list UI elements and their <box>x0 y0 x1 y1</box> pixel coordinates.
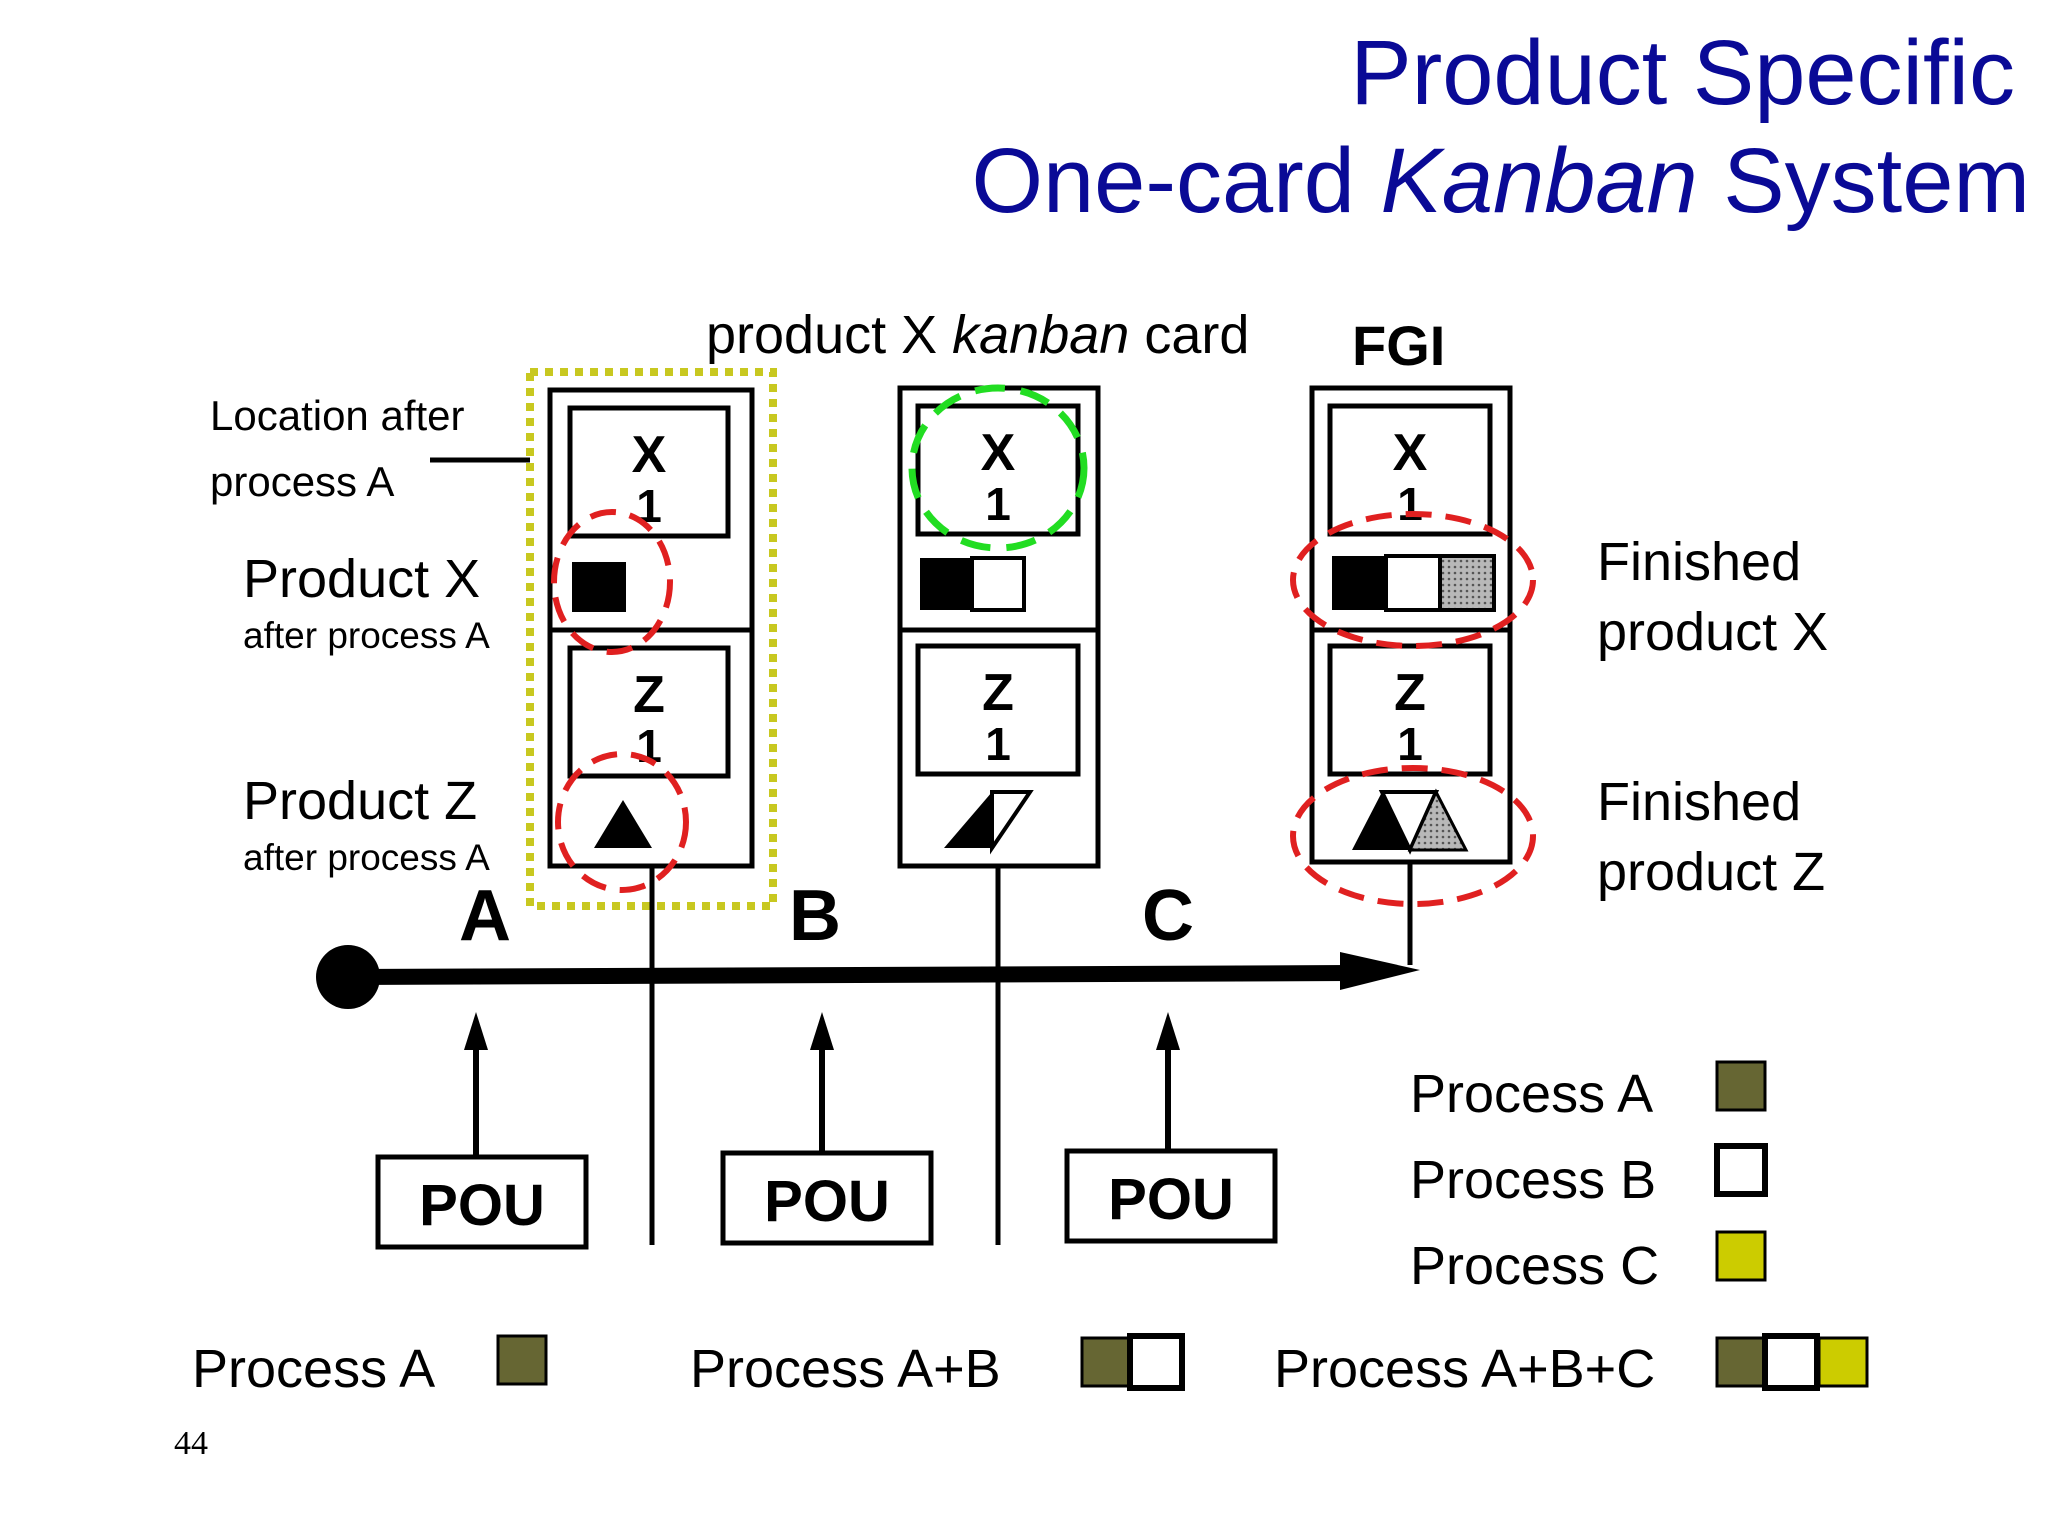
product-x-square-icon <box>572 562 626 612</box>
bottom-legend-ab-label: Process A+B <box>690 1339 1001 1399</box>
column-b: X 1 Z 1 <box>897 384 1101 869</box>
pou-label-a: POU <box>419 1173 545 1238</box>
legend-process-b-swatch <box>1714 1143 1768 1197</box>
fgi-label: FGI <box>1352 314 1445 377</box>
main-flow-line <box>347 965 1351 985</box>
station-c-label: C <box>1142 876 1194 956</box>
svg-text:1: 1 <box>985 478 1011 530</box>
bottom-legend-ab-swatch-b <box>1127 1333 1185 1391</box>
product-z-triangle-icon <box>594 800 652 848</box>
svg-text:1: 1 <box>1397 478 1423 530</box>
pou-label-c: POU <box>1108 1167 1234 1232</box>
svg-text:X: X <box>1393 424 1428 482</box>
pou-arrow-b-head <box>810 1012 834 1050</box>
page-number: 44 <box>174 1425 208 1462</box>
bottom-legend-a-swatch <box>496 1334 548 1386</box>
bottom-legend-abc-swatch-b <box>1762 1333 1820 1391</box>
green-highlight-kanban-card <box>908 384 1088 552</box>
pou-box-b <box>720 1150 934 1246</box>
pou-arrow-a-head <box>464 1012 488 1050</box>
finished-x-process-c-square <box>1438 554 1496 612</box>
flow-arrow-head <box>1340 952 1420 990</box>
red-highlight-finished-x <box>1290 511 1536 649</box>
card-label-suffix: card <box>1129 305 1249 365</box>
red-highlight-product-x <box>551 509 673 655</box>
svg-text:Z: Z <box>1394 664 1426 722</box>
card-label-italic: kanban <box>952 305 1129 365</box>
kanban-card-z-a <box>567 645 731 779</box>
finished-x-line1: Finished <box>1597 532 1801 592</box>
kanban-card-z-b <box>915 643 1081 777</box>
finished-z-line1: Finished <box>1597 772 1801 832</box>
pou-arrow-c-head <box>1156 1012 1180 1050</box>
column-a: X 1 Z 1 <box>547 387 755 893</box>
title-line2-italic: Kanban <box>1381 130 1698 232</box>
bottom-legend-abc-label: Process A+B+C <box>1274 1339 1655 1399</box>
product-z-process-a-triangle <box>944 792 992 848</box>
svg-text:X: X <box>632 426 667 484</box>
title-line2-prefix: One-card <box>971 130 1380 232</box>
svg-text:1: 1 <box>1397 718 1423 770</box>
product-x-sub-label: after process A <box>243 615 490 656</box>
finished-z-line2: product Z <box>1597 842 1825 902</box>
station-b-label: B <box>789 876 841 956</box>
bottom-legend-abc-swatch-c <box>1817 1336 1869 1388</box>
pou-box-a <box>375 1154 589 1250</box>
product-z-sub-label: after process A <box>243 837 490 878</box>
kanban-card-x-b <box>915 403 1081 537</box>
title-line2: One-card Kanban System <box>971 130 2030 232</box>
legend-process-c-swatch <box>1715 1230 1767 1282</box>
legend-process-a-swatch <box>1715 1060 1767 1112</box>
pou-label-b: POU <box>764 1169 890 1234</box>
product-z-label: Product Z <box>243 771 477 831</box>
product-x-label: Product X <box>243 549 480 609</box>
bottom-legend-a-label: Process A <box>192 1339 435 1399</box>
title-line1: Product Specific <box>1350 22 2015 124</box>
svg-text:1: 1 <box>636 720 662 772</box>
product-x-process-b-square <box>970 556 1026 612</box>
kanban-card-z-fgi <box>1327 643 1493 777</box>
legend-process-c-label: Process C <box>1410 1236 1659 1296</box>
column-fgi: X 1 Z 1 <box>1290 385 1536 907</box>
svg-text:X: X <box>981 424 1016 482</box>
red-highlight-finished-z <box>1290 765 1536 907</box>
pou-box-c <box>1064 1148 1278 1244</box>
svg-text:Z: Z <box>982 664 1014 722</box>
red-highlight-product-z <box>555 751 689 893</box>
legend-process-a-label: Process A <box>1410 1064 1653 1124</box>
location-label-line1: Location after <box>210 392 465 439</box>
kanban-card-label: product X kanban card <box>706 305 1249 365</box>
title-line2-suffix: System <box>1698 130 2030 232</box>
legend-process-b-label: Process B <box>1410 1150 1656 1210</box>
location-label-line2: process A <box>210 458 394 505</box>
bottom-legend-ab-swatch-a <box>1080 1336 1132 1388</box>
finished-x-process-b-square <box>1384 554 1442 612</box>
bottom-legend-abc-swatch-a <box>1715 1336 1767 1388</box>
svg-text:Z: Z <box>633 666 665 724</box>
product-z-process-b-triangle <box>990 790 1034 855</box>
station-a-label: A <box>459 876 511 956</box>
finished-z-process-c-triangle <box>1407 788 1469 852</box>
svg-text:1: 1 <box>985 718 1011 770</box>
finished-z-process-a-triangle <box>1352 792 1410 850</box>
finished-x-line2: product X <box>1597 602 1828 662</box>
product-x-process-a-square <box>920 558 972 610</box>
finished-x-process-a-square <box>1332 556 1386 610</box>
location-highlight-box <box>526 368 777 910</box>
card-label-prefix: product X <box>706 305 952 365</box>
